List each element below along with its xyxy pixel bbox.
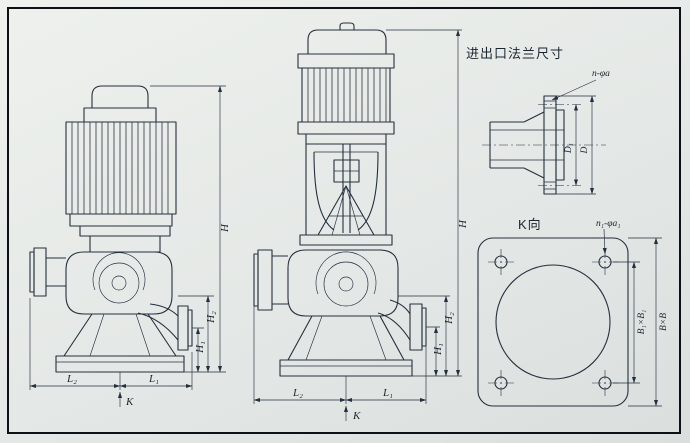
section-dimensions: H H₂ H₁ L₂ L₁ K [253,29,469,422]
motor-fins-section [307,68,387,122]
pump-base-section [279,315,413,377]
inlet-flange [29,247,66,297]
k-view-dimensions: n₁-φa₁ B₁×B₁ B×B [596,219,669,407]
pump-opening-circle [495,264,611,380]
flange-bolt-hole-label: n-φa [592,69,610,79]
pump-shaft [342,144,351,233]
dim-label-h2-section: H₂ [443,312,455,325]
flange-section-drawing [489,95,582,195]
k-direction-label-section: K [352,410,361,422]
pump-outline-view: H H₂ H₁ L₂ L₁ K [29,85,231,408]
pump-section-view: H H₂ H₁ L₂ L₁ K [253,22,469,422]
bolt-hole-leader [551,79,597,101]
flange-dimensions: D₁ D n-φa [551,69,610,195]
k-view-drawing: K向 n₁-φa₁ B₁×B₁ B×B [477,217,669,407]
dim-label-l2-outline: L₂ [66,373,77,385]
dim-label-base-size: B×B [659,313,669,331]
impeller [323,261,369,307]
flange-detail-title: 进出口法兰尺寸 [466,46,564,61]
dim-label-height-total-section: H [457,219,469,229]
motor-outline [65,85,177,253]
discharge-flange-section [377,299,427,351]
dim-label-l1-section: L₁ [382,387,393,399]
dim-label-h2-outline: H₂ [205,311,217,324]
dim-label-height-total-outline: H [219,223,231,233]
anchor-bolt-holes [488,249,618,396]
inlet-flange-section [253,249,288,311]
motor-fins [71,122,169,214]
k-view-title: K向 [518,217,542,232]
dim-label-l2-section: L₂ [292,387,303,399]
flange-detail-view: 进出口法兰尺寸 D₁ D n-φa [466,46,610,195]
pump-base [55,313,185,373]
volute-section [287,249,399,317]
base-bolt-leader [602,228,607,255]
dim-label-bolt-spacing: B₁×B₁ [637,310,647,335]
dim-label-h1-section: H₁ [432,343,444,356]
dim-label-bolt-circle: D₁ [564,143,574,154]
motor-section [297,22,395,145]
support-lantern [299,144,393,246]
outline-dimensions: H H₂ H₁ L₂ L₁ K [29,85,231,408]
dim-label-l1-outline: L₁ [148,373,159,385]
bearing-cone [317,185,375,236]
dim-label-outer-diameter: D [580,146,590,154]
k-direction-label-outline: K [125,396,134,408]
base-bolt-hole-label: n₁-φa₁ [596,219,621,229]
volute-casing [65,251,173,315]
base-plate-plan [477,237,629,407]
dim-label-h1-outline: H₁ [194,341,206,354]
